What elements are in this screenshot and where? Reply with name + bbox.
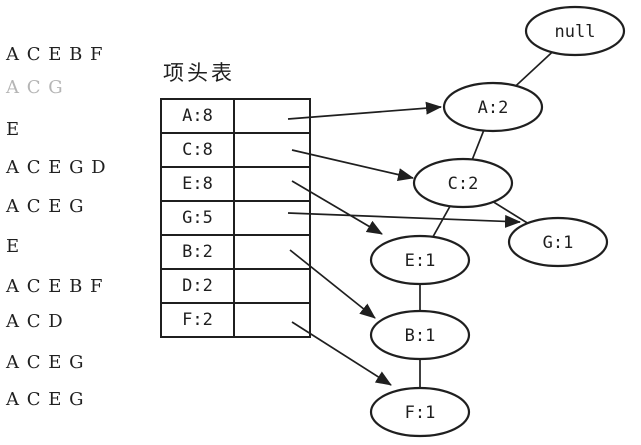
header-table-title: 项头表 xyxy=(163,61,235,85)
node-link-cell xyxy=(235,304,309,336)
node-label: B:1 xyxy=(405,326,436,346)
transaction-line-4: A C E G D xyxy=(6,157,107,178)
node-label: G:1 xyxy=(543,233,574,253)
item-count-cell: A:8 xyxy=(162,100,235,132)
node-ellipse xyxy=(369,309,471,361)
transaction-line-7: A C E B F xyxy=(6,276,104,297)
node-ellipse xyxy=(369,386,471,438)
item-count-cell: C:8 xyxy=(162,134,235,166)
header-table-row-A: A:8 xyxy=(162,100,309,134)
header-table-row-C: C:8 xyxy=(162,134,309,168)
node-label: F:1 xyxy=(405,403,436,423)
node-label: A:2 xyxy=(478,98,509,118)
node-label: null xyxy=(555,22,596,42)
transaction-line-3: E xyxy=(6,119,21,140)
header-table-row-B: B:2 xyxy=(162,236,309,270)
node-ellipse xyxy=(524,5,626,57)
transaction-line-5: A C E G xyxy=(6,196,85,217)
node-link-cell xyxy=(235,100,309,132)
tree-node-G: G:1 xyxy=(507,216,609,268)
tree-edge-C-E xyxy=(419,182,464,261)
tree-edge-null-A xyxy=(492,30,576,108)
tree-edge-A-C xyxy=(462,106,494,184)
item-count-cell: G:5 xyxy=(162,202,235,234)
transaction-line-2: A C G xyxy=(6,77,64,98)
node-ellipse xyxy=(507,216,609,268)
transaction-line-6: E xyxy=(6,236,21,257)
item-count-cell: B:2 xyxy=(162,236,235,268)
node-label: E:1 xyxy=(405,251,436,271)
tree-node-null: null xyxy=(524,5,626,57)
node-ellipse xyxy=(412,157,514,209)
node-ellipse xyxy=(442,81,544,133)
header-link-arrow-G xyxy=(287,212,521,228)
item-count-cell: D:2 xyxy=(162,270,235,302)
node-link-cell xyxy=(235,236,309,268)
tree-node-E: E:1 xyxy=(369,234,471,286)
transaction-line-1: A C E B F xyxy=(6,44,104,65)
header-table-row-F: F:2 xyxy=(162,304,309,336)
transaction-line-9: A C E G xyxy=(6,352,85,373)
node-link-cell xyxy=(235,202,309,234)
header-table-row-G: G:5 xyxy=(162,202,309,236)
item-count-cell: E:8 xyxy=(162,168,235,200)
node-link-cell xyxy=(235,134,309,166)
node-link-cell xyxy=(235,270,309,302)
node-ellipse xyxy=(369,234,471,286)
header-table-row-E: E:8 xyxy=(162,168,309,202)
tree-edge-C-G xyxy=(462,182,559,243)
tree-node-C: C:2 xyxy=(412,157,514,209)
tree-node-B: B:1 xyxy=(369,309,471,361)
node-link-cell xyxy=(235,168,309,200)
item-count-cell: F:2 xyxy=(162,304,235,336)
header-table-row-D: D:2 xyxy=(162,270,309,304)
node-label: C:2 xyxy=(448,174,479,194)
tree-node-A: A:2 xyxy=(442,81,544,133)
transaction-line-8: A C D xyxy=(6,311,64,332)
transaction-line-10: A C E G xyxy=(6,389,85,410)
tree-node-F: F:1 xyxy=(369,386,471,438)
